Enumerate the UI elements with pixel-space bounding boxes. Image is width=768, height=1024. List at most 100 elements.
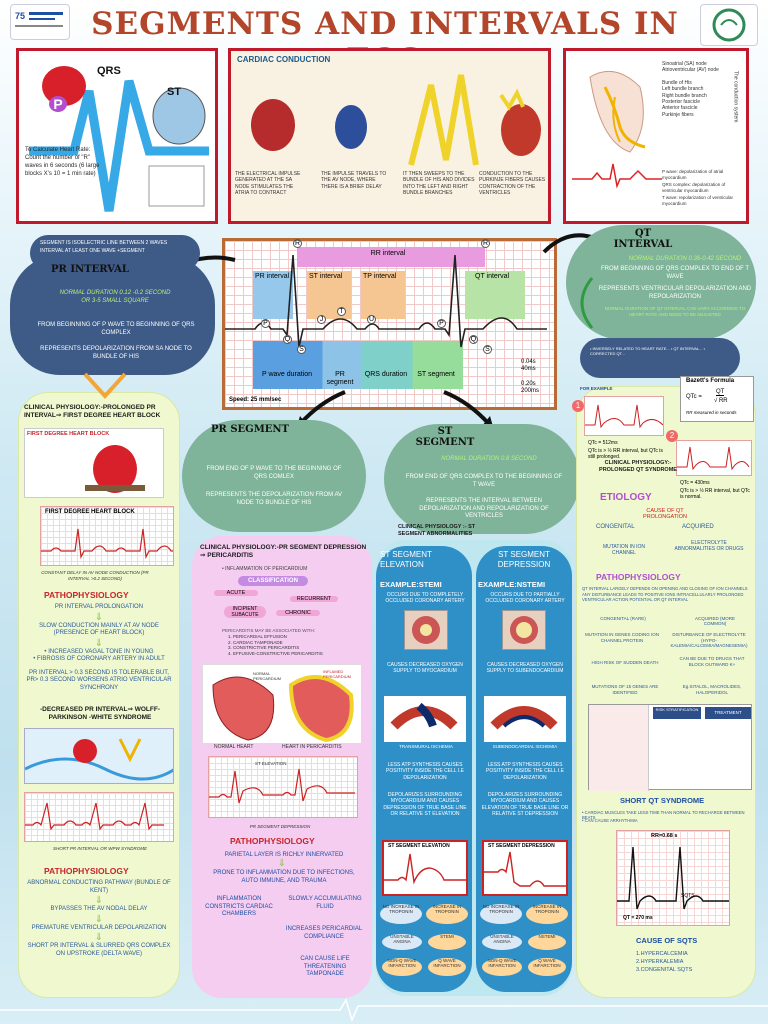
st-depression-ecg-title: ST SEGMENT DEPRESSION xyxy=(488,843,555,849)
st-elevation-ecg-title: ST SEGMENT ELEVATION xyxy=(388,843,450,849)
pr-patho-list: PR INTERVAL PROLONGATION ⇓ SLOW CONDUCTI… xyxy=(24,604,174,692)
subendocardial-ischemia-image xyxy=(484,696,566,742)
qt-example-2b: QTc is > ½ RR interval, but QTc is norma… xyxy=(680,488,750,500)
chain-oval: Q WAVE INFARCTION xyxy=(428,958,466,976)
p-duration-label: P wave duration xyxy=(261,371,313,378)
legend-t: T wave: repolarization of ventricular my… xyxy=(662,194,733,207)
inflamed-pericardium-label: INFLAMED PERICARDIUM xyxy=(323,669,352,679)
tp-interval-label: TP interval xyxy=(363,273,397,280)
qt-interval-cloud xyxy=(566,225,756,340)
anatomy-label: Right bundle branch xyxy=(662,92,707,99)
ecg-main-diagram: RR interval PR interval ST interval TP i… xyxy=(222,238,557,410)
wave-letter: T xyxy=(337,307,346,316)
left-logo: 75 xyxy=(10,4,70,40)
chain-oval: INCREASE IN TROPONIN xyxy=(426,904,468,924)
qt-cause: CAUSE OF QT PROLONGATION xyxy=(643,508,687,520)
qt-interval-normal: NORMAL DURATION 0.36-0.42 SECOND xyxy=(628,256,742,262)
sqts-causes-title: CAUSE OF SQTS xyxy=(636,936,698,945)
wave-letter: S xyxy=(483,345,492,354)
anatomy-label: Purkinje fibers xyxy=(662,111,694,118)
anatomy-labels: Sinoatrial (SA) node Atrioventricular (A… xyxy=(662,61,728,118)
scale-2a: 0.20s xyxy=(521,381,536,387)
wave-letter: R xyxy=(293,239,302,248)
tp-interval-box xyxy=(361,271,405,319)
pr-segment-represents: REPRESENTS THE DEPOLARIZATION FROM AV NO… xyxy=(205,492,343,506)
assoc-item: 3. CONSTRICTIVE PERICARDITIS xyxy=(228,645,300,650)
speed-label: Speed: 25 mm/sec xyxy=(229,397,282,403)
wpw-caption: SHORT PR INTERVAL OR WPW SYNDROME xyxy=(52,846,147,851)
bazett-title: Bazett's Formula xyxy=(686,378,735,384)
chain-oval: NON-Q WAVE INFARCTION xyxy=(482,958,522,976)
qt-acquired: ACQUIRED xyxy=(682,524,714,530)
qt-example-1b: QTc is > ½ RR interval, but QTc is still… xyxy=(588,448,663,460)
pericarditis-type: RECURRENT xyxy=(290,596,338,602)
duration-band xyxy=(253,341,463,389)
normal-pericardium-label: NORMAL PERICARDIUM xyxy=(253,671,282,681)
conduction-caption-2: THE IMPULSE TRAVELS TO THE AV NODE, WHER… xyxy=(321,171,387,190)
qt-interval-from: FROM BEGINNING OF QRS COMPLEX TO END OF … xyxy=(600,266,750,280)
formula-left: QTc = xyxy=(686,394,702,400)
qt-congenital: CONGENITAL xyxy=(596,524,635,530)
assoc-item: 2. CARDIAC TAMPONADE xyxy=(228,639,283,645)
lqt-item: MUTATION IN GENES CODING ION CHANNEL PRO… xyxy=(584,632,660,643)
anatomy-label: Anterior fascicle xyxy=(662,105,698,112)
stemi-artery-image xyxy=(404,610,448,650)
pr-segment-patho-title: PATHOPHYSIOLOGY xyxy=(230,836,315,846)
chain-oval: INCREASE IN TROPONIN xyxy=(526,904,568,924)
pericarditis-assoc-note: PERICARDITIS MAY BE ASSOCIATED WITH: xyxy=(222,628,316,633)
pr-down-arrows xyxy=(83,372,127,399)
pericarditis-type: ACUTE xyxy=(214,590,258,596)
normal-heart-label: NORMAL HEART xyxy=(214,744,254,750)
pr-segment-from: FROM END OF P WAVE TO THE BEGINNING OF Q… xyxy=(206,466,342,480)
qt-example-ecg-2 xyxy=(676,440,752,476)
right-logo xyxy=(700,4,758,46)
nstemi-atp: LESS ATP SYNTHESIS CAUSES POSITIVITY INS… xyxy=(486,762,564,781)
sqts-qt: QT = 270 ms xyxy=(623,915,653,921)
wave-letter: Q xyxy=(469,335,478,344)
fdhb-label: FIRST DEGREE HEART BLOCK xyxy=(45,509,135,515)
wave-letter: P xyxy=(437,319,446,328)
down-arrow-icon: ⇓ xyxy=(277,858,287,869)
st-segment-cloud xyxy=(384,424,580,534)
down-arrow-icon: ⇓ xyxy=(94,932,104,943)
chain-oval: NO INCREASE IN TROPONIN xyxy=(480,904,522,924)
anatomy-legend: P wave: depolarization of atrial myocard… xyxy=(662,169,746,207)
pr-segment-cloud xyxy=(182,420,366,532)
down-arrow-icon: ⇓ xyxy=(94,611,104,623)
wave-letter: J xyxy=(317,315,326,324)
qt-patho-text: QT INTERVAL LARGELY DEPENDS ON OPENING A… xyxy=(582,586,748,602)
pr-segment-clinical: CLINICAL PHYSIOLOGY:-PR SEGMENT DEPRESSI… xyxy=(200,544,367,559)
classification-badge: CLASSIFICATION xyxy=(238,576,308,586)
wpw-title: -DECREASED PR INTERVAL⇒ WOLFF-PARKINSON … xyxy=(39,706,161,721)
qrs-duration-label: QRS duration xyxy=(364,371,408,378)
qt-interval-title: QT INTERVAL xyxy=(613,228,673,250)
formula-note: RR measured in seconds xyxy=(686,410,737,415)
short-qt-item: • CARDIAC MUSCLES TAKE LESS TIME THAN NO… xyxy=(582,810,745,820)
chain-oval: STEMI xyxy=(428,934,466,950)
lqt-table: RISK STRATIFICATION TREATMENT xyxy=(588,704,752,791)
anatomy-label: Atrioventricular (AV) node xyxy=(662,67,719,74)
pericarditis-ecg: ST ELEVATION xyxy=(208,756,358,818)
down-arrow-icon: ⇓ xyxy=(94,895,104,906)
chain-oval: UNSTABLE ANGINA xyxy=(382,934,422,950)
bazett-box xyxy=(680,376,754,422)
lqt-item: CAN BE DUE TO DRUGS THAT BLOCK OUTWARD K… xyxy=(679,656,745,667)
wave-letter: U xyxy=(367,315,376,324)
table-header-treatment: TREATMENT xyxy=(705,707,751,719)
anatomy-label: Bundle of His xyxy=(662,79,692,86)
anatomy-label: Posterior fascicle xyxy=(662,99,701,106)
wave-letter: S xyxy=(297,345,306,354)
conduction-cartoon xyxy=(251,74,541,166)
qt-acquired-item: ELECTROLYTE ABNORMALITIES OR DRUGS xyxy=(674,540,744,552)
st-depression-ecg: ST SEGMENT DEPRESSION xyxy=(482,840,568,896)
wave-letter: R xyxy=(481,239,490,248)
stemi-cause: OCCURS DUE TO COMPLETELY OCCLUDED CORONA… xyxy=(385,592,465,605)
pr-patho2-title: PATHOPHYSIOLOGY xyxy=(44,866,129,876)
nstemi-artery-image xyxy=(502,610,546,650)
table-header-risk: RISK STRATIFICATION xyxy=(653,707,701,719)
qt-example-label: FOR EXAMPLE xyxy=(580,386,613,391)
pericarditis-hearts: NORMAL PERICARDIUM INFLAMED PERICARDIUM xyxy=(202,664,362,744)
st-depression-title: ST SEGMENT DEPRESSION xyxy=(497,550,551,569)
qt-curve-arrow xyxy=(580,277,594,329)
chain-oval: NON-Q WAVE INFARCTION xyxy=(382,958,422,976)
